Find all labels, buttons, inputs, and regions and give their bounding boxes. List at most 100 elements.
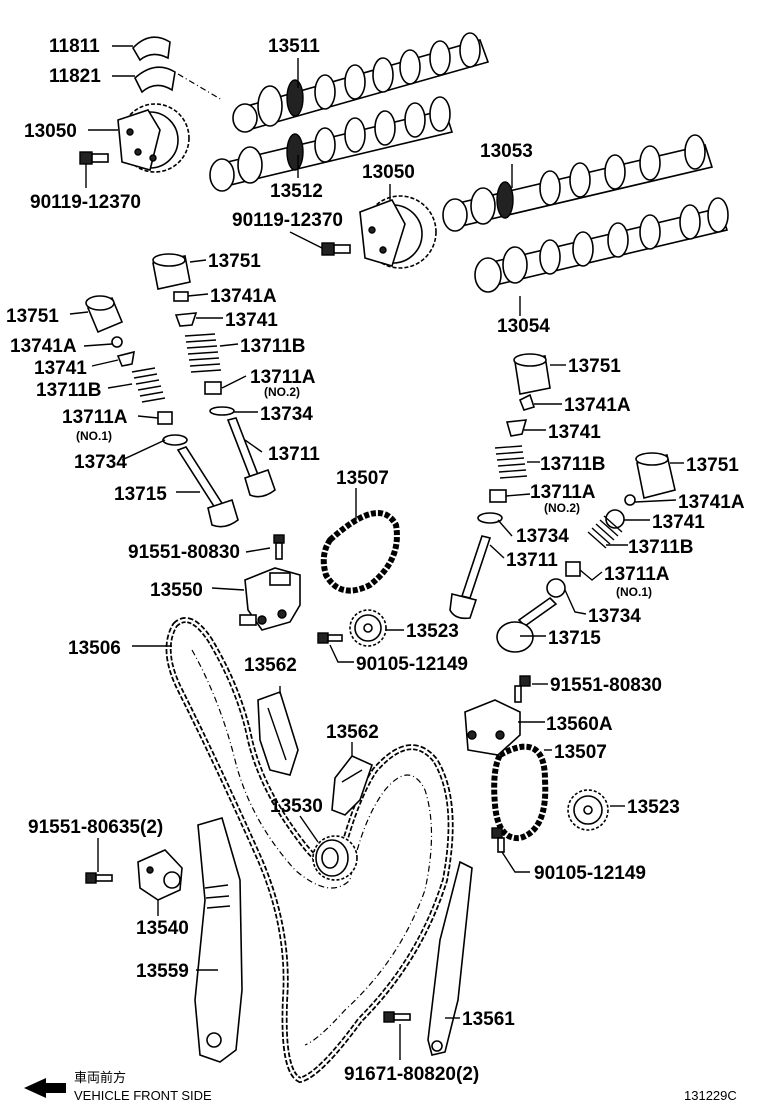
label-13507-upper: 13507 xyxy=(336,468,389,489)
part-labels: 11811 11821 13511 13050 90119-12370 1351… xyxy=(6,36,745,1085)
bolt-91551-right xyxy=(514,675,531,703)
label-90105-lower: 90105-12149 xyxy=(534,863,646,884)
label-13711A-b: 13711A xyxy=(62,407,128,428)
valve-lifter-13751-d xyxy=(635,452,676,499)
bolt-90119-left xyxy=(79,151,109,165)
label-13741-b: 13741 xyxy=(34,358,87,379)
label-13711B-b: 13711B xyxy=(36,380,102,401)
label-13734-a: 13734 xyxy=(260,404,313,425)
bolt-90105-lower xyxy=(491,827,505,853)
chain-13507-upper xyxy=(320,510,400,594)
label-13715-a: 13715 xyxy=(114,484,167,505)
label-13054: 13054 xyxy=(497,316,550,337)
timing-chain-13506 xyxy=(165,617,454,1084)
label-13741-a: 13741 xyxy=(225,310,278,331)
chain-13507-lower xyxy=(491,743,549,842)
keeper-13741A-b xyxy=(111,336,123,348)
bearing-cap-11821 xyxy=(134,66,176,94)
leader-lines xyxy=(69,45,684,1060)
valve-13711-a xyxy=(226,417,276,498)
label-13053: 13053 xyxy=(480,141,533,162)
label-13711-a: 13711 xyxy=(268,444,320,465)
bolt-91551-upper xyxy=(273,534,285,560)
valve-seal-13711A-b xyxy=(157,411,173,425)
sublabel-no2-b: (NO.2) xyxy=(544,501,580,515)
valve-13711-b xyxy=(449,535,492,620)
label-13050-right: 13050 xyxy=(362,162,415,183)
chain-guide-13562-left xyxy=(257,690,299,776)
label-91551-upper: 91551-80830 xyxy=(128,542,240,563)
label-13562-left: 13562 xyxy=(244,655,297,676)
bolt-90105-upper xyxy=(317,632,343,644)
valve-lifter-13751-c xyxy=(513,353,551,395)
crank-sprocket-13530 xyxy=(312,835,358,881)
label-13550: 13550 xyxy=(150,580,203,601)
label-91551-right: 91551-80830 xyxy=(550,675,662,696)
tensioner-arm-13559 xyxy=(194,817,243,1063)
label-13711A-c: 13711A xyxy=(530,482,596,503)
chain-guide-13561 xyxy=(427,860,473,1056)
assembly-line xyxy=(177,73,223,101)
retainer-13741-d xyxy=(605,509,625,529)
camshaft-13512 xyxy=(209,96,454,192)
label-13530: 13530 xyxy=(270,796,323,817)
label-13741-c: 13741 xyxy=(548,422,601,443)
bolt-90119-right xyxy=(321,242,351,256)
label-91551-lower: 91551-80635(2) xyxy=(28,817,163,838)
keeper-13741A-d xyxy=(624,494,636,506)
spring-13711B-b xyxy=(131,367,166,403)
valve-seal-13711A-a xyxy=(204,381,222,395)
label-13741A-a: 13741A xyxy=(210,286,277,307)
spring-13711B-a xyxy=(184,333,222,373)
keeper-13741A-c xyxy=(518,393,536,411)
retainer-13741-a xyxy=(174,312,198,327)
label-13741A-d: 13741A xyxy=(678,492,745,513)
spring-13711B-c xyxy=(494,445,528,479)
label-13711B-a: 13711B xyxy=(240,336,306,357)
label-90119-left: 90119-12370 xyxy=(30,192,141,213)
label-13715-b: 13715 xyxy=(548,628,601,649)
bolt-91551-lower xyxy=(85,872,113,884)
tensioner-13560A xyxy=(464,699,521,756)
label-11821: 11821 xyxy=(49,66,101,87)
vvt-sprocket-13050-left xyxy=(117,103,190,173)
label-13751-b: 13751 xyxy=(6,306,59,327)
label-13711B-d: 13711B xyxy=(628,537,694,558)
camshaft-13511 xyxy=(232,32,490,133)
valve-seal-13711A-c xyxy=(489,489,507,503)
label-90119-right: 90119-12370 xyxy=(232,210,343,231)
bolt-91671 xyxy=(383,1011,411,1023)
label-13751-d: 13751 xyxy=(686,455,739,476)
sublabel-no1-a: (NO.1) xyxy=(76,429,112,443)
label-13050-left: 13050 xyxy=(24,121,77,142)
label-13741-d: 13741 xyxy=(652,512,705,533)
label-13734-c: 13734 xyxy=(516,526,569,547)
keeper-13741A-a xyxy=(173,291,189,302)
front-label-cjk: 車両前方 xyxy=(74,1070,126,1085)
sublabel-no2-a: (NO.2) xyxy=(264,385,300,399)
label-13507-lower: 13507 xyxy=(554,742,607,763)
vvt-sprocket-13050-right xyxy=(359,195,437,269)
label-91671: 91671-80820(2) xyxy=(344,1064,479,1085)
figure-code: 131229C xyxy=(684,1088,737,1103)
bearing-cap-11811 xyxy=(132,36,171,62)
valve-lifter-13751-b xyxy=(85,295,124,334)
camshaft-13053 xyxy=(442,134,714,232)
label-13741A-b: 13741A xyxy=(10,336,77,357)
label-13540: 13540 xyxy=(136,918,189,939)
label-11811: 11811 xyxy=(49,36,100,57)
footer: 車両前方 VEHICLE FRONT SIDE 131229C xyxy=(24,1070,737,1103)
valve-lifter-13751-a xyxy=(152,253,191,290)
sprocket-13523-upper xyxy=(349,609,387,647)
label-13559: 13559 xyxy=(136,961,189,982)
label-13734-b: 13734 xyxy=(74,452,127,473)
label-13711A-a: 13711A xyxy=(250,367,316,388)
label-13560A: 13560A xyxy=(546,714,613,735)
label-13561: 13561 xyxy=(462,1009,515,1030)
sprocket-13523-lower xyxy=(567,789,609,831)
label-13751-a: 13751 xyxy=(208,251,261,272)
label-13741A-c: 13741A xyxy=(564,395,631,416)
camshaft-13054 xyxy=(474,197,729,293)
label-13751-c: 13751 xyxy=(568,356,621,377)
